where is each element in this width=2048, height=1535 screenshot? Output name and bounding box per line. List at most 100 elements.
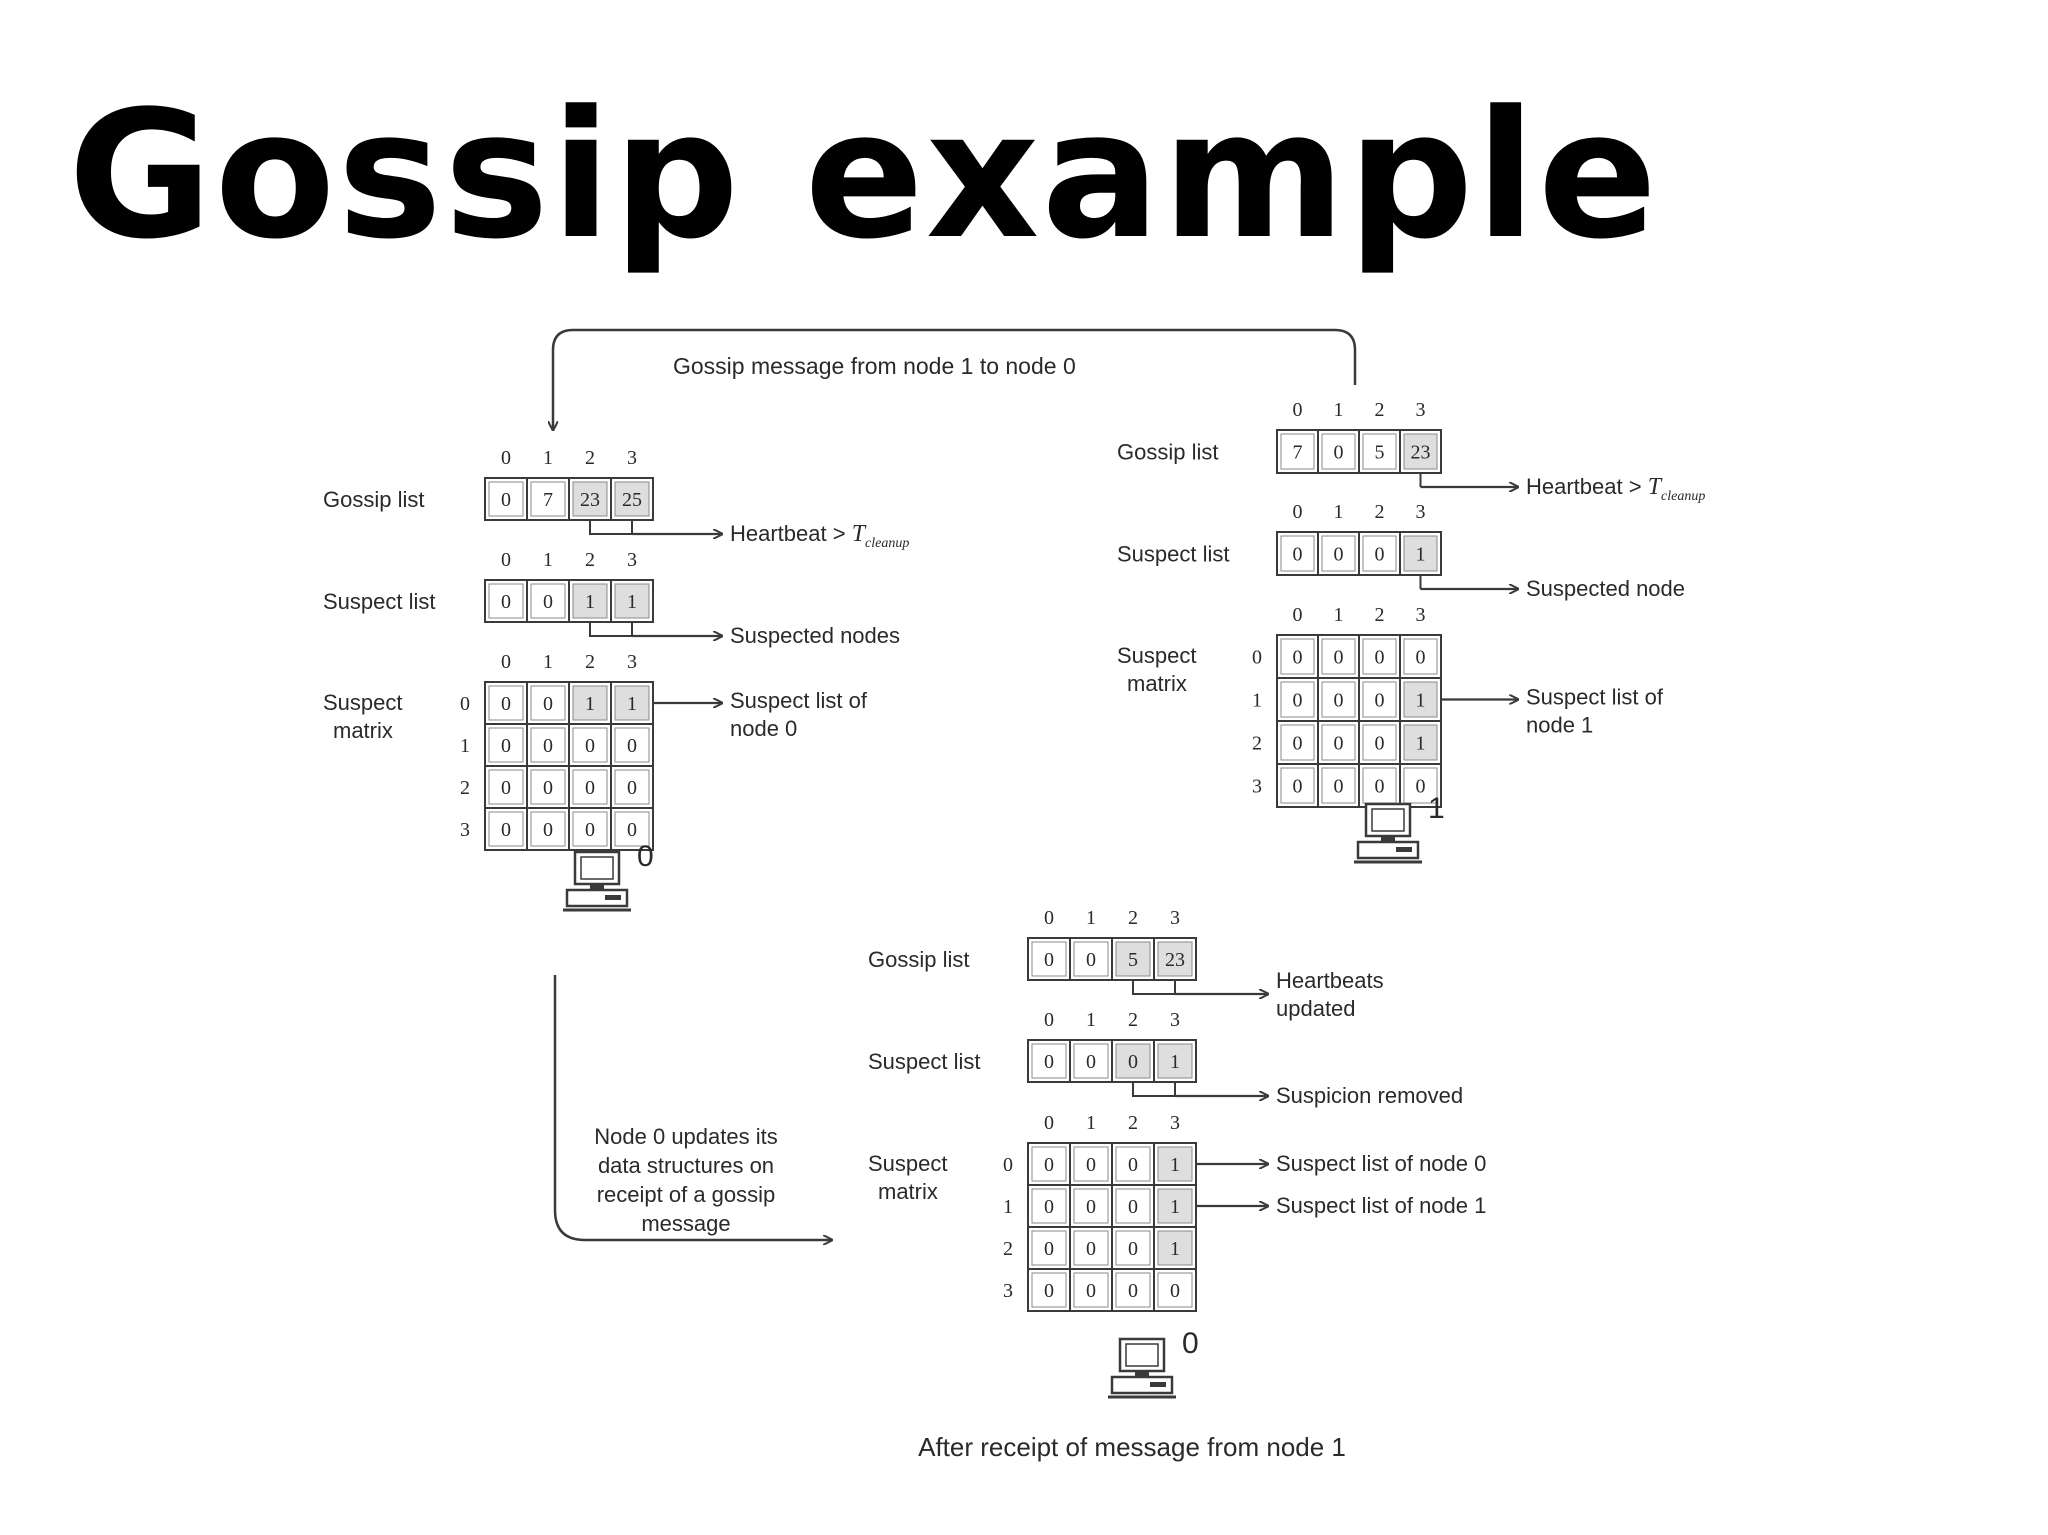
gossip-list-col-index: 2	[1375, 399, 1385, 421]
suspect-list-cell-value: 0	[501, 591, 511, 613]
gossip-list-col-index: 3	[1170, 907, 1180, 929]
suspect-matrix-cell-inner	[1031, 1272, 1067, 1308]
suspect-matrix-cell-value: 0	[501, 777, 511, 799]
gossip-list-cell-inner	[488, 481, 524, 517]
gossip-bracket	[1132, 980, 1176, 995]
suspect-matrix-cell-inner	[1362, 638, 1397, 675]
suspect-list-col-index: 3	[1416, 501, 1426, 523]
suspect-matrix-label: matrix	[878, 1179, 938, 1204]
gossip-list-label: Gossip list	[323, 487, 424, 512]
suspect-matrix-cell-inner	[1031, 1146, 1067, 1182]
suspect-list-cell-inner	[488, 583, 524, 619]
suspect-matrix-cell-value: 0	[1375, 690, 1385, 712]
suspect-matrix-cell-value: 0	[501, 693, 511, 715]
suspect-matrix-cell-inner	[488, 811, 524, 847]
suspect-list-cell-value: 0	[1044, 1051, 1054, 1073]
suspect-matrix-row-index: 0	[460, 693, 470, 715]
suspect-matrix-col-index: 1	[1086, 1112, 1096, 1134]
suspect-bracket	[1132, 1082, 1176, 1097]
suspect-matrix-row-index: 2	[1252, 733, 1262, 755]
computer-base	[565, 888, 629, 908]
matrix-annotation: node 0	[730, 716, 797, 741]
gossip-list-cell-value: 7	[1293, 442, 1303, 464]
suspect-list-cell-inner	[1031, 1043, 1067, 1079]
computer-drive	[1396, 847, 1412, 852]
suspect-matrix-cell-value: 0	[1375, 647, 1385, 669]
suspect-matrix-cell-inner	[488, 727, 524, 763]
suspect-matrix-col-index: 0	[1293, 604, 1303, 626]
suspect-matrix-cell-value: 0	[1086, 1196, 1096, 1218]
suspect-matrix-cell-value: 1	[1170, 1238, 1180, 1260]
gossip-list-col-index: 3	[627, 447, 637, 469]
gossip-list-cell-inner	[1280, 433, 1315, 470]
suspect-list-cell-inner	[1157, 1043, 1193, 1079]
suspect-matrix-cell-inner	[1031, 1230, 1067, 1266]
gossip-list-cell-inner	[572, 481, 608, 517]
suspect-matrix-cell-value: 0	[1128, 1238, 1138, 1260]
suspect-list-cell-inner	[1362, 535, 1397, 572]
gossip-list-cell-inner	[530, 481, 566, 517]
gossip-list-cell-value: 0	[501, 489, 511, 511]
suspect-matrix-cell-inner	[1403, 767, 1438, 804]
slide-title: Gossip example	[68, 73, 1660, 278]
suspect-matrix-cell-inner	[1157, 1230, 1193, 1266]
gossip-message-label: Gossip message from node 1 to node 0	[673, 353, 1076, 379]
suspect-matrix-cell-value: 0	[543, 819, 553, 841]
suspect-list-col-index: 3	[1170, 1009, 1180, 1031]
suspect-matrix-cell-value: 0	[1293, 647, 1303, 669]
suspect-matrix-cell-value: 0	[543, 735, 553, 757]
suspect-matrix-cell-value: 0	[1416, 647, 1426, 669]
gossip-list-cell-value: 0	[1044, 949, 1054, 971]
gossip-list-cell-inner	[1031, 941, 1067, 977]
suspect-matrix-cell-value: 0	[1128, 1196, 1138, 1218]
gossip-list-cell-value: 0	[1086, 949, 1096, 971]
suspect-matrix-cell-value: 0	[585, 819, 595, 841]
suspect-bracket	[589, 622, 633, 637]
suspect-list-cell-inner	[530, 583, 566, 619]
suspect-matrix-cell-inner	[1031, 1188, 1067, 1224]
suspect-matrix-cell-value: 0	[1044, 1280, 1054, 1302]
suspect-matrix-cell-value: 0	[1128, 1154, 1138, 1176]
suspect-matrix-cell-inner	[1321, 767, 1356, 804]
caption: After receipt of message from node 1	[918, 1432, 1346, 1462]
update-label-line-1: Node 0 updates its	[594, 1124, 777, 1149]
suspect-matrix-cell-value: 0	[1293, 733, 1303, 755]
suspect-list-col-index: 0	[501, 549, 511, 571]
suspect-list-cell-value: 0	[543, 591, 553, 613]
computer-screen	[580, 856, 614, 880]
suspect-matrix-cell-value: 0	[585, 735, 595, 757]
suspect-matrix-col-index: 0	[501, 651, 511, 673]
computer-label: 0	[637, 840, 654, 873]
suspect-matrix-row-index: 0	[1003, 1154, 1013, 1176]
suspect-matrix-label: Suspect	[323, 690, 403, 715]
suspect-annotation: Suspected node	[1526, 576, 1685, 601]
suspect-list-col-index: 2	[1375, 501, 1385, 523]
gossip-list-cell-inner	[614, 481, 650, 517]
suspect-matrix-row-index: 1	[1003, 1196, 1013, 1218]
suspect-matrix-cell-value: 1	[1416, 690, 1426, 712]
suspect-matrix-cell-value: 1	[1170, 1196, 1180, 1218]
suspect-list-col-index: 1	[1334, 501, 1344, 523]
suspect-matrix-cell-inner	[1280, 724, 1315, 761]
suspect-list-col-index: 1	[543, 549, 553, 571]
suspect-list-cell-inner	[614, 583, 650, 619]
computer-stand	[590, 884, 604, 890]
gossip-list-cell-value: 23	[580, 489, 600, 511]
suspect-matrix-cell-inner	[614, 685, 650, 721]
suspect-matrix-cell-inner	[1280, 681, 1315, 718]
suspect-list-cell-value: 0	[1293, 544, 1303, 566]
gossip-list-cell-value: 5	[1375, 442, 1385, 464]
suspect-matrix-cell-inner	[1115, 1230, 1151, 1266]
suspect-list-label: Suspect list	[868, 1049, 981, 1074]
suspect-matrix-cell-value: 1	[627, 693, 637, 715]
gossip-list-cell-inner	[1362, 433, 1397, 470]
suspect-matrix-cell-value: 0	[1044, 1196, 1054, 1218]
update-label-line-3: receipt of a gossip	[597, 1182, 776, 1207]
computer-icon	[563, 850, 631, 912]
suspect-matrix-cell-value: 0	[1293, 776, 1303, 798]
gossip-message-arrow	[553, 328, 1357, 430]
suspect-matrix-row-index: 2	[1003, 1238, 1013, 1260]
suspect-matrix-cell-value: 0	[1128, 1280, 1138, 1302]
suspect-matrix-cell-inner	[488, 769, 524, 805]
